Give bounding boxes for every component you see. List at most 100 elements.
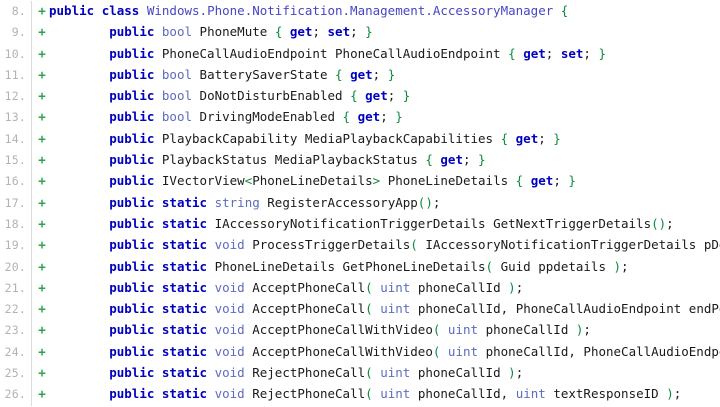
code-token-k: get: [440, 152, 463, 168]
code-line[interactable]: 17.+ public static string RegisterAccess…: [0, 192, 720, 214]
code-indent: [49, 46, 109, 61]
code-token-op: ;: [583, 322, 591, 338]
code-token-op: ;: [545, 45, 561, 61]
line-number: 24.: [0, 341, 32, 364]
code-token-op: [207, 216, 215, 231]
line-number: 13.: [0, 107, 32, 129]
code-line[interactable]: 12.+ public bool DoNotDisturbEnabled { g…: [0, 85, 720, 108]
code-line[interactable]: 23.+ public static void AcceptPhoneCallW…: [0, 319, 720, 342]
code-token-p: }: [568, 173, 576, 189]
code-token-k: class: [101, 3, 140, 18]
code-token-ty: Guid: [500, 258, 531, 274]
line-number: 23.: [0, 320, 32, 342]
code-token-op: [154, 195, 162, 210]
code-token-t: void: [214, 386, 245, 402]
code-token-op: [154, 322, 162, 337]
code-token-op: ,: [568, 343, 584, 359]
code-token-p: >: [372, 173, 381, 189]
code-line[interactable]: 16.+ public IVectorView<PhoneLineDetails…: [0, 170, 720, 193]
code-token-k: public: [109, 215, 155, 231]
code-token-k: set: [560, 45, 584, 61]
code-token-k: public: [109, 109, 155, 125]
code-token-k: get: [357, 109, 381, 125]
code-token-op: [154, 237, 162, 252]
code-token-op: [568, 322, 576, 337]
code-token-op: [207, 386, 215, 401]
code-line[interactable]: 15.+ public PlaybackStatus MediaPlayback…: [0, 149, 720, 172]
code-token-op: ,: [500, 386, 516, 402]
code-token-id: AcceptPhoneCallWithVideo: [252, 322, 433, 338]
code-token-id: ppdetails: [538, 258, 606, 274]
code-token-k: public: [109, 45, 155, 61]
code-token-op: [192, 24, 200, 39]
code-token-p: }: [553, 130, 561, 146]
code-token-p: }: [387, 66, 396, 82]
code-token-op: ;: [515, 365, 524, 381]
code-token-id: DoNotDisturbEnabled: [199, 88, 343, 104]
code-line[interactable]: 18.+ public static IAccessoryNotificatio…: [0, 213, 720, 236]
code-indent: [49, 131, 109, 146]
code-token-op: [282, 24, 290, 39]
code-line-source: public class Windows.Phone.Notification.…: [49, 0, 720, 21]
code-token-t: void: [214, 365, 245, 381]
code-line[interactable]: 22.+ public static void AcceptPhoneCall(…: [0, 298, 720, 321]
code-indent: [49, 24, 109, 39]
line-number: 8.: [0, 1, 32, 23]
code-token-op: [478, 322, 486, 337]
code-line[interactable]: 10.+ public PhoneCallAudioEndpoint Phone…: [0, 43, 720, 65]
line-number: 15.: [0, 150, 32, 172]
code-token-t: bool: [161, 66, 193, 82]
code-token-k: static: [161, 279, 208, 295]
code-token-id: RegisterAccessoryApp: [267, 194, 418, 210]
line-number: 17.: [0, 192, 32, 214]
code-token-op: [154, 109, 162, 124]
code-token-op: [508, 131, 516, 146]
code-line[interactable]: 25.+ public static void RejectPhoneCall(…: [0, 362, 720, 385]
code-token-k: public: [109, 24, 155, 40]
code-indent: [49, 109, 109, 124]
code-token-op: [192, 109, 200, 124]
code-line[interactable]: 13.+ public bool DrivingModeEnabled { ge…: [0, 106, 720, 129]
code-token-op: [94, 3, 102, 18]
code-token-p: }: [402, 88, 411, 104]
diff-added-marker: +: [38, 301, 46, 317]
code-line[interactable]: 26.+ public static void RejectPhoneCall(…: [0, 383, 720, 406]
code-token-k: public: [109, 258, 155, 274]
code-line[interactable]: 19.+ public static void ProcessTriggerDe…: [0, 234, 720, 257]
code-token-ty: PlaybackCapability: [161, 130, 298, 146]
code-line[interactable]: 11.+ public bool BatterySaverState { get…: [0, 64, 720, 87]
line-number: 9.: [0, 22, 32, 44]
code-line[interactable]: 20.+ public static PhoneLineDetails GetP…: [0, 256, 720, 278]
code-token-op: [508, 173, 516, 188]
code-token-op: [410, 301, 418, 316]
code-line-source: public PlaybackStatus MediaPlaybackStatu…: [49, 149, 720, 170]
code-token-k: static: [161, 237, 208, 253]
code-token-op: [335, 109, 343, 124]
code-token-op: [380, 173, 388, 188]
code-indent: [49, 195, 109, 210]
code-token-p: {: [335, 66, 343, 82]
code-line[interactable]: 9.+ public bool PhoneMute { get; set; }: [0, 21, 720, 44]
code-line-source: public static void AcceptPhoneCallWithVi…: [49, 319, 720, 340]
code-token-op: [343, 67, 351, 82]
code-token-t: string: [214, 194, 260, 210]
code-indent: [49, 344, 109, 359]
code-token-op: ;: [515, 279, 524, 295]
code-line[interactable]: 8.+public class Windows.Phone.Notificati…: [0, 0, 720, 23]
code-token-t: uint: [380, 279, 411, 295]
code-token-k: public: [109, 66, 155, 82]
code-token-id: phoneCallId: [485, 322, 569, 338]
code-token-op: ;: [462, 152, 479, 168]
code-line[interactable]: 24.+ public static void AcceptPhoneCallW…: [0, 341, 720, 364]
code-line[interactable]: 21.+ public static void AcceptPhoneCall(…: [0, 277, 720, 300]
diff-added-marker: +: [38, 365, 46, 381]
code-token-p: ): [666, 386, 674, 402]
code-token-k: static: [161, 322, 208, 338]
code-token-k: public: [109, 365, 155, 381]
code-line[interactable]: 14.+ public PlaybackCapability MediaPlay…: [0, 128, 720, 151]
code-token-op: [440, 322, 448, 337]
code-token-cls: Windows.Phone.Notification.Management.Ac…: [146, 3, 554, 18]
code-token-t: void: [214, 279, 245, 295]
code-token-k: static: [161, 365, 208, 381]
